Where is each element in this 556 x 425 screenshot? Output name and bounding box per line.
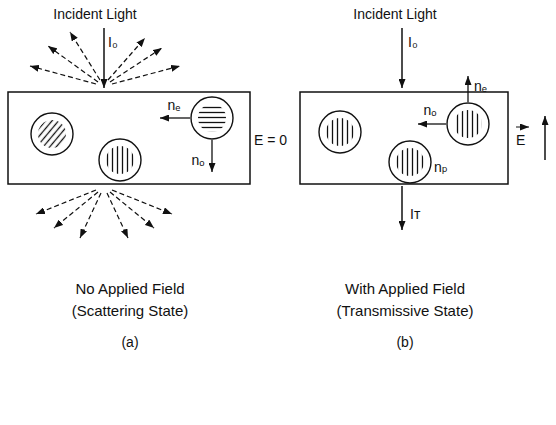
index-label: nₑ: [474, 78, 487, 94]
index-arrow: [467, 76, 468, 102]
index-arrow: [211, 140, 212, 172]
index-label: nₚ: [434, 159, 448, 175]
index-arrow: [160, 117, 190, 118]
state-caption: With Applied Field (Transmissive State): [325, 278, 485, 322]
index-label: nₑ: [168, 97, 181, 113]
index-arrow: [418, 123, 446, 124]
panel-label: (a): [121, 334, 138, 350]
intensity-label: Iᴛ: [410, 206, 420, 222]
vector-mark: [516, 127, 529, 128]
film-slab: [300, 92, 508, 184]
index-label: nₒ: [423, 102, 436, 118]
scattered-rays: [30, 32, 180, 238]
incident-arrow: [103, 28, 105, 88]
incident-arrow: [401, 28, 403, 88]
panel-label: (b): [396, 334, 413, 350]
film-slab: [8, 92, 250, 184]
light-label: Incident Light: [53, 6, 136, 22]
intensity-label: I₀: [108, 34, 118, 50]
field-label: E: [516, 132, 525, 148]
field-label: E = 0: [254, 132, 287, 148]
light-label: Incident Light: [353, 6, 436, 22]
transmitted-arrow: [401, 186, 403, 230]
index-label: nₒ: [191, 152, 204, 168]
lc-droplet: [319, 103, 489, 183]
lc-droplet: [31, 97, 233, 181]
state-caption: No Applied Field (Scattering State): [55, 278, 205, 322]
intensity-label: I₀: [408, 34, 418, 50]
field-arrow: [544, 116, 546, 160]
